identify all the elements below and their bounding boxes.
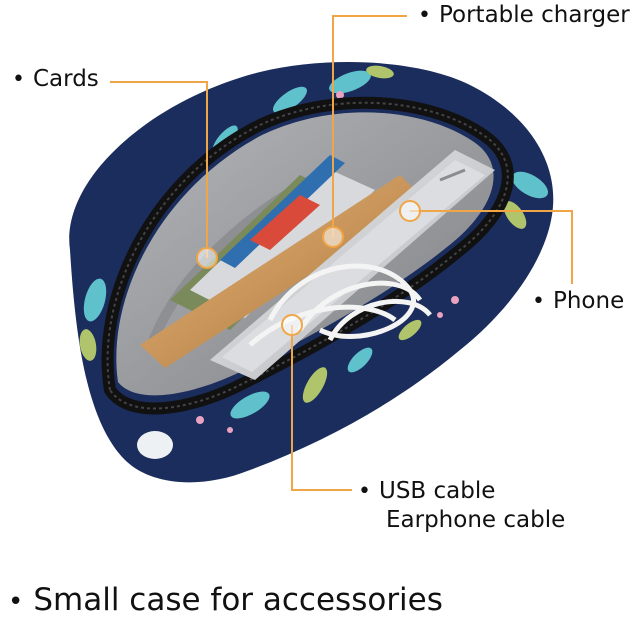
cables-item — [248, 263, 432, 347]
bullet-dot: • — [418, 3, 431, 28]
earphone-cable-label: Earphone cable — [386, 507, 565, 535]
caption: • Small case for accessories — [8, 582, 443, 619]
phone-label: • Phone — [532, 288, 624, 316]
portable-charger-label: • Portable charger — [418, 2, 630, 30]
bullet-dot: • — [8, 587, 24, 617]
bullet-dot: • — [532, 289, 545, 314]
caption-text: Small case for accessories — [33, 582, 443, 618]
portable-charger-item — [140, 175, 425, 368]
phone-label-text: Phone — [552, 288, 625, 314]
cards-item — [170, 155, 375, 330]
usb-cable-label: • USB cable — [358, 478, 495, 506]
cards-label-text: Cards — [32, 66, 99, 92]
cards-label: • Cards — [12, 66, 99, 94]
callout-lines — [110, 15, 573, 491]
bullet-dot: • — [358, 479, 371, 504]
portable-charger-label-text: Portable charger — [438, 2, 630, 28]
callout-dots — [196, 200, 421, 336]
bullet-dot: • — [12, 67, 25, 92]
usb-cable-label-text: USB cable — [378, 478, 496, 504]
earphone-cable-label-text: Earphone cable — [386, 507, 566, 533]
